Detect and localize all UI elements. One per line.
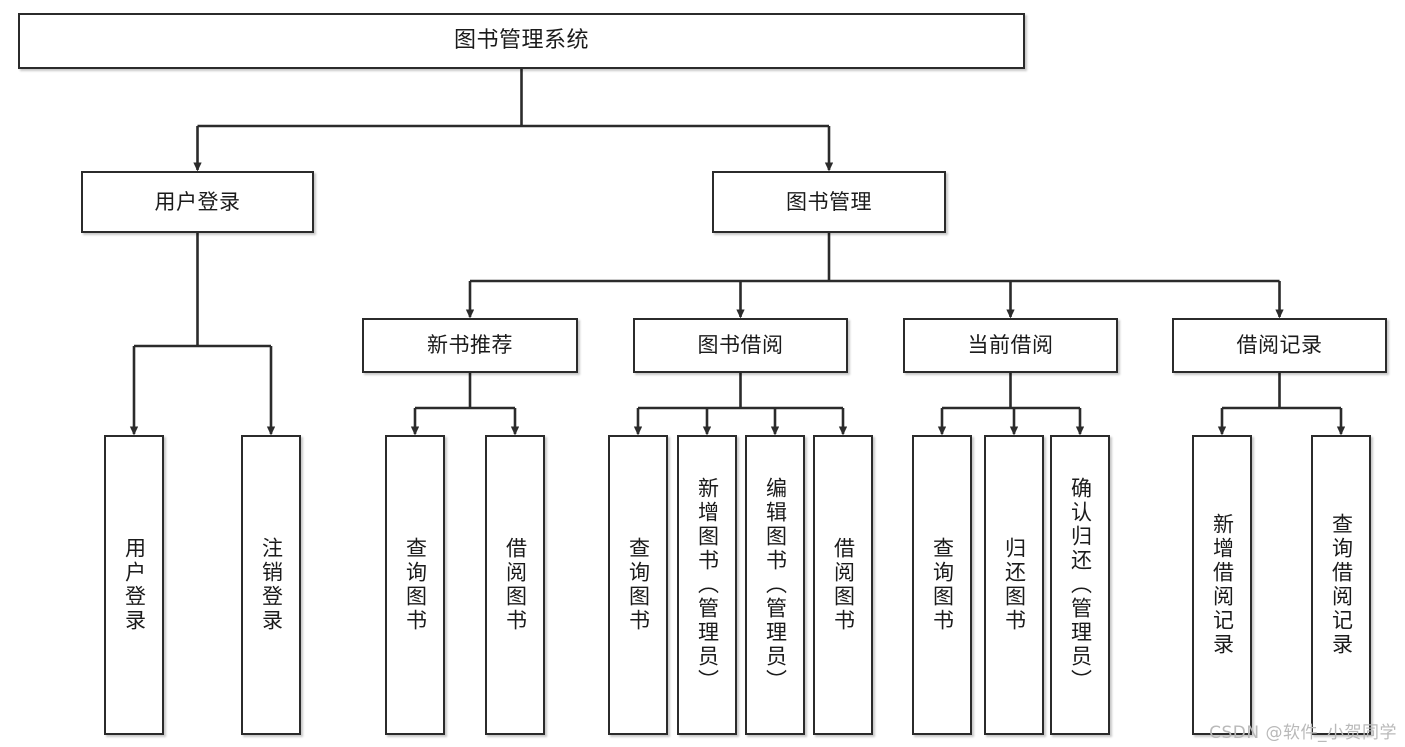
node-label: 查询图书 <box>626 537 651 633</box>
node-leaf-add-record[interactable]: 新增借阅记录 <box>1192 435 1252 735</box>
node-book-borrow[interactable]: 图书借阅 <box>633 318 848 373</box>
node-label: 图书借阅 <box>697 333 784 358</box>
node-user-login[interactable]: 用户登录 <box>81 171 314 233</box>
node-leaf-edit-book[interactable]: 编辑图书（管理员） <box>745 435 805 735</box>
node-label: 借阅记录 <box>1236 333 1323 358</box>
node-label: 新书推荐 <box>427 333 513 358</box>
node-label: 查询借阅记录 <box>1329 513 1354 657</box>
node-current-borrow[interactable]: 当前借阅 <box>903 318 1118 373</box>
node-label: 新增图书（管理员） <box>695 477 720 693</box>
node-leaf-query-record[interactable]: 查询借阅记录 <box>1311 435 1371 735</box>
node-root[interactable]: 图书管理系统 <box>18 13 1025 69</box>
node-label: 用户登录 <box>154 189 241 214</box>
node-leaf-add-book[interactable]: 新增图书（管理员） <box>677 435 737 735</box>
node-label: 查询图书 <box>403 537 428 633</box>
node-leaf-user-login[interactable]: 用户登录 <box>104 435 164 735</box>
node-new-book-rec[interactable]: 新书推荐 <box>362 318 578 373</box>
node-label: 图书管理系统 <box>453 28 589 54</box>
node-label: 借阅图书 <box>503 537 528 633</box>
node-label: 用户登录 <box>122 537 147 633</box>
node-label: 查询图书 <box>930 537 955 633</box>
node-book-manage[interactable]: 图书管理 <box>712 171 946 233</box>
node-label: 确认归还（管理员） <box>1068 477 1093 693</box>
node-leaf-borrow-book-1[interactable]: 借阅图书 <box>485 435 545 735</box>
node-borrow-record[interactable]: 借阅记录 <box>1172 318 1387 373</box>
node-leaf-borrow-book-2[interactable]: 借阅图书 <box>813 435 873 735</box>
connector-lines <box>129 69 1346 436</box>
watermark-label: CSDN @软件_小贺同学 <box>1209 723 1397 743</box>
node-label: 编辑图书（管理员） <box>763 477 788 693</box>
node-label: 借阅图书 <box>831 537 856 633</box>
node-leaf-return-book[interactable]: 归还图书 <box>984 435 1044 735</box>
node-label: 新增借阅记录 <box>1210 513 1235 657</box>
node-label: 注销登录 <box>259 537 284 633</box>
node-leaf-query-book-1[interactable]: 查询图书 <box>385 435 445 735</box>
node-leaf-logout[interactable]: 注销登录 <box>241 435 301 735</box>
node-leaf-query-book-2[interactable]: 查询图书 <box>608 435 668 735</box>
node-label: 归还图书 <box>1002 537 1027 633</box>
node-label: 图书管理 <box>786 189 872 214</box>
node-leaf-confirm-return[interactable]: 确认归还（管理员） <box>1050 435 1110 735</box>
node-leaf-query-book-3[interactable]: 查询图书 <box>912 435 972 735</box>
node-label: 当前借阅 <box>967 333 1054 358</box>
